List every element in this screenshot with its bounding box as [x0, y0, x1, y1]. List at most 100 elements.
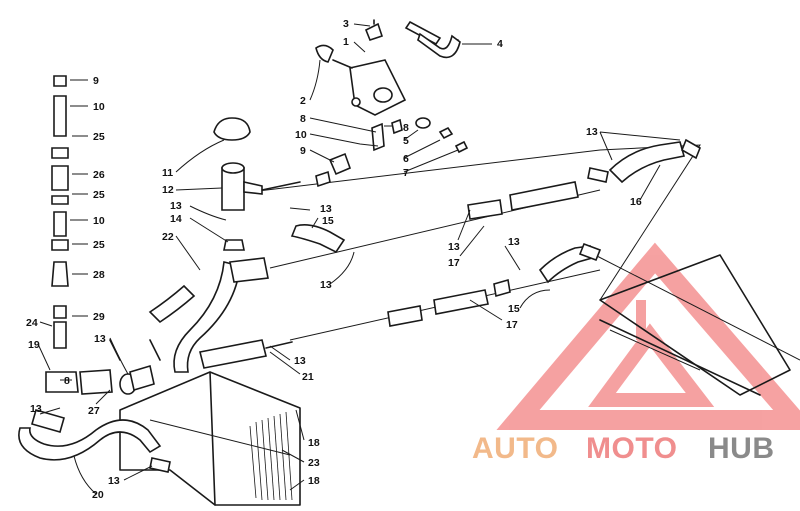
callout-9: 9	[93, 75, 99, 87]
callout-13: 13	[320, 279, 332, 291]
o-ring-5	[415, 117, 431, 129]
callout-17: 17	[448, 257, 460, 269]
callout-21: 21	[302, 371, 314, 383]
filler-neck-assembly	[213, 117, 301, 251]
callout-4: 4	[497, 38, 503, 50]
housing-fittings	[315, 117, 469, 188]
hose-10-small	[371, 122, 385, 152]
pump-fittings	[79, 339, 161, 395]
callout-13: 13	[508, 236, 520, 248]
watermark-triangle-outer	[496, 242, 800, 430]
return-hose-20	[18, 409, 171, 473]
callout-27: 27	[88, 405, 100, 417]
tee-26	[51, 165, 69, 191]
callout-8: 8	[403, 122, 409, 134]
callout-20: 20	[92, 489, 104, 501]
thermostat-2	[315, 44, 334, 63]
left-bleed-line-stack	[45, 75, 79, 393]
callout-25: 25	[93, 239, 105, 251]
clamp-13-upper	[587, 167, 609, 183]
hose-4-upper	[404, 20, 442, 46]
tube-17-lower-b	[433, 289, 489, 315]
hose-16	[608, 141, 686, 184]
callout-13: 13	[94, 333, 106, 345]
callout-labels: 3 1 4 2 8 10 9 8 5 6 7 13 16 11 12 13 14…	[26, 18, 642, 501]
hose-17a	[467, 199, 503, 220]
callout-17: 17	[506, 319, 518, 331]
callout-18: 18	[308, 437, 320, 449]
callout-15: 15	[322, 215, 334, 227]
callout-7: 7	[403, 167, 409, 179]
callout-24: 24	[26, 317, 38, 329]
thermostat-housing-1	[349, 59, 407, 116]
callout-10: 10	[295, 129, 307, 141]
callout-10: 10	[93, 101, 105, 113]
clamp-25-low	[51, 239, 69, 251]
clamp-25-top	[51, 147, 69, 159]
clamp-9	[328, 152, 352, 176]
wordmark-hub: HUB	[708, 432, 775, 465]
fitting-19	[45, 371, 79, 393]
callout-23: 23	[308, 457, 320, 469]
callout-18: 18	[308, 475, 320, 487]
hose-10-mid	[53, 211, 67, 237]
callout-2: 2	[300, 95, 306, 107]
rear-heat-exchanger	[599, 254, 791, 396]
hose-10-top	[53, 95, 67, 137]
callout-19: 19	[28, 339, 40, 351]
callout-16: 16	[630, 196, 642, 208]
callout-5: 5	[403, 135, 409, 147]
tube-17-lower-a	[387, 305, 423, 327]
callout-13: 13	[294, 355, 306, 367]
upper-hoses	[290, 138, 702, 254]
clamp-8	[391, 118, 403, 135]
callout-13: 13	[30, 403, 42, 415]
callout-9: 9	[300, 145, 306, 157]
filler-neck-12	[221, 167, 245, 211]
bleed-screw-3	[364, 22, 384, 41]
wordmark-moto: MOTO	[586, 432, 677, 465]
callout-6: 6	[403, 153, 409, 165]
callout-26: 26	[93, 169, 105, 181]
wordmark-auto: AUTO	[472, 432, 558, 465]
callout-3: 3	[343, 18, 349, 30]
callout-25: 25	[93, 189, 105, 201]
callout-1: 1	[343, 36, 349, 48]
hose-24	[53, 321, 67, 349]
automotohub-logo	[496, 242, 800, 430]
thermostat-housing-assembly	[315, 19, 461, 116]
main-hose-22	[148, 257, 269, 373]
clamp-25-mid	[51, 195, 69, 205]
callout-8: 8	[300, 113, 306, 125]
callout-8: 8	[64, 375, 70, 387]
callout-14: 14	[170, 213, 182, 225]
washer-6	[438, 126, 454, 140]
clamp-14	[223, 239, 245, 251]
valve-28	[51, 261, 69, 287]
radiator-cap-11	[213, 117, 251, 141]
hose-21	[199, 339, 293, 369]
heat-exchanger-23	[119, 371, 301, 506]
automotohub-wordmark: AUTO MOTO HUB	[472, 432, 775, 465]
clamp-29	[53, 305, 67, 319]
watermark-triangle-inner	[588, 323, 715, 407]
callout-13: 13	[448, 241, 460, 253]
clip-9	[53, 75, 67, 87]
callout-13: 13	[320, 203, 332, 215]
middle-hoses	[387, 242, 602, 327]
callout-11: 11	[162, 167, 173, 179]
callout-13: 13	[108, 475, 120, 487]
callout-15: 15	[508, 303, 520, 315]
callout-29: 29	[93, 311, 105, 323]
callout-10: 10	[93, 215, 105, 227]
tube-17-upper	[509, 181, 579, 211]
callout-13: 13	[170, 200, 182, 212]
callout-13: 13	[586, 126, 598, 138]
callout-12: 12	[162, 184, 174, 196]
callout-28: 28	[93, 269, 105, 281]
callout-25: 25	[93, 131, 105, 143]
hose-15-upper	[290, 224, 346, 254]
callout-22: 22	[162, 231, 174, 243]
